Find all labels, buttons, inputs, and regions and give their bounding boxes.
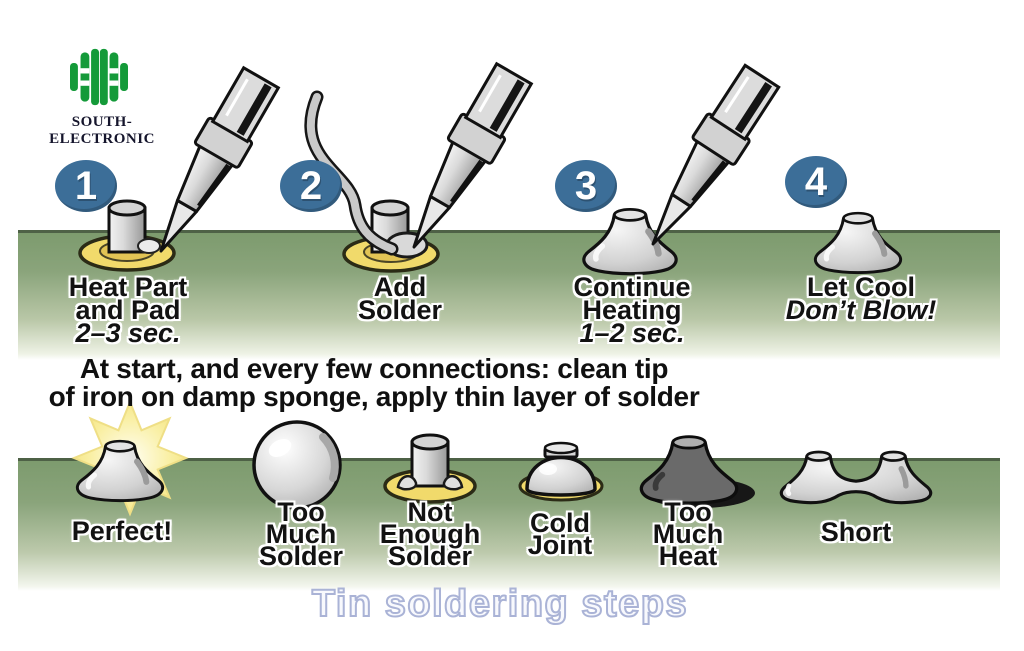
step4-caption: Let Cool Don’t Blow!	[785, 272, 937, 325]
brand-logo-icon	[70, 48, 128, 106]
result-short-label: Short	[820, 517, 892, 547]
result-too-much-solder-label: Too Much Solder	[258, 497, 344, 571]
result-not-enough-solder-label: Not Enough Solder	[379, 497, 481, 571]
cleaning-advice-text: At start, and every few connections: cle…	[48, 353, 700, 412]
step3-number-badge: 3	[555, 160, 617, 212]
result-too-much-heat-label: Too Much Heat	[652, 497, 724, 571]
step1-number-badge: 1	[55, 160, 117, 212]
step3-caption: Continue Heating 1–2 sec.	[573, 272, 691, 348]
step2-number-badge: 2	[280, 160, 342, 212]
soldering-iron-icon	[630, 60, 785, 260]
step4-number-badge: 4	[785, 156, 847, 208]
step1-caption: Heat Part and Pad 2–3 sec.	[68, 272, 188, 348]
step2-caption: Add Solder	[357, 272, 443, 325]
brand-name: SOUTH-ELECTRONIC	[49, 114, 155, 147]
result-perfect-label: Perfect!	[71, 516, 173, 546]
result-cold-joint-label: Cold Joint	[527, 508, 593, 560]
page-title: Tin soldering steps	[311, 582, 689, 626]
